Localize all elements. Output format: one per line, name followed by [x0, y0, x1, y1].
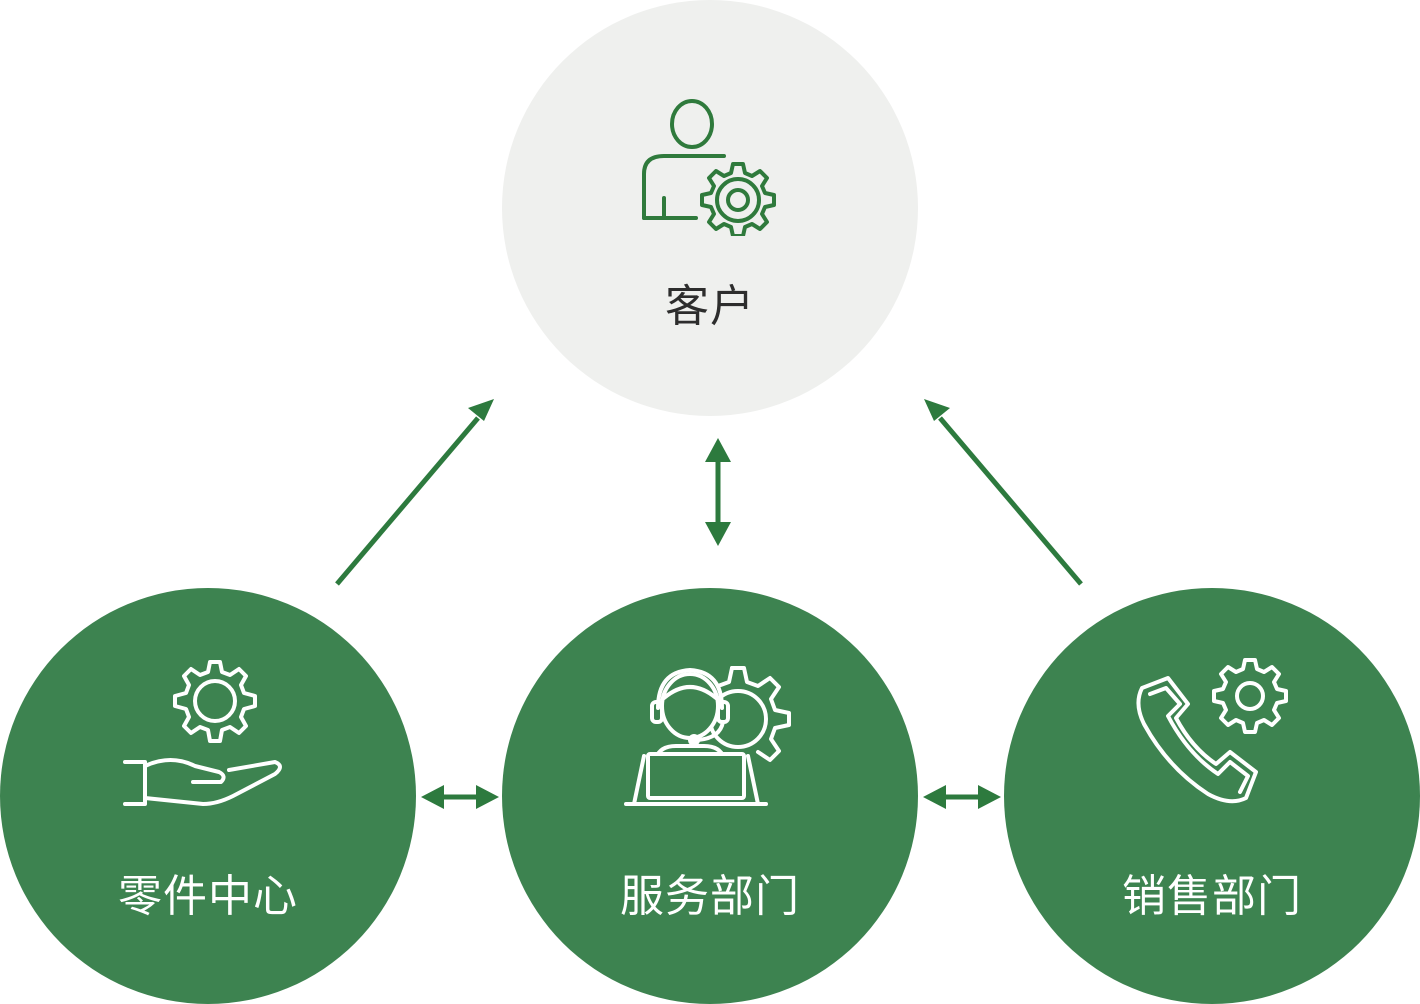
- node-label-service-department: 服务部门: [620, 871, 800, 922]
- node-label-customer: 客户: [665, 281, 755, 332]
- arrow-service-sales: [923, 785, 1001, 809]
- node-sales-department: 销售部门: [1004, 588, 1420, 1004]
- node-label-parts-center: 零件中心: [118, 871, 298, 922]
- arrow-sales-to-customer: [924, 399, 1083, 586]
- node-service-department: 服务部门: [502, 588, 918, 1004]
- node-parts-center: 零件中心: [0, 588, 416, 1004]
- agent-headset-gear-icon: [502, 658, 918, 808]
- node-customer: 客户: [502, 0, 918, 416]
- arrow-parts-service: [421, 785, 499, 809]
- hand-gear-icon: [0, 658, 416, 808]
- phone-gear-icon: [1004, 658, 1420, 808]
- node-label-sales-department: 销售部门: [1122, 871, 1302, 922]
- arrow-service-customer: [705, 438, 731, 546]
- arrow-parts-to-customer: [335, 399, 494, 586]
- user-gear-icon: [502, 96, 918, 236]
